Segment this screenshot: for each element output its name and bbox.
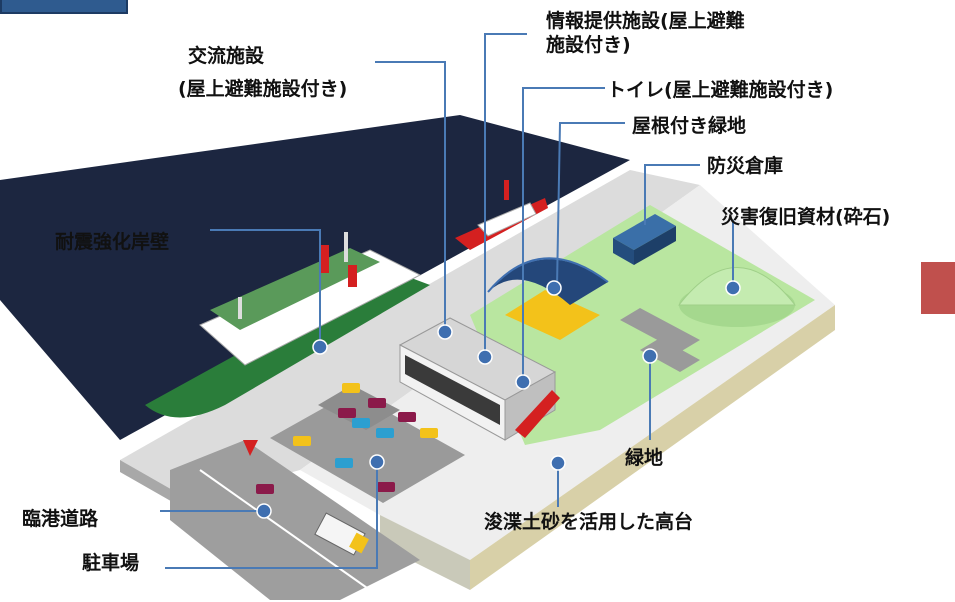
- marker-dot: [642, 348, 658, 364]
- marker-dot: [725, 280, 741, 296]
- road: [170, 440, 420, 600]
- leader-lines: [160, 33, 734, 569]
- car: [352, 418, 370, 428]
- leader-parking: [165, 462, 378, 569]
- label-info-facility-1: 情報提供施設(屋上避難: [546, 10, 745, 32]
- boat-funnel: [504, 180, 509, 200]
- leader-info-facility: [484, 33, 527, 357]
- label-exchange-facility-2: (屋上避難施設付き): [178, 78, 348, 100]
- shelter-roof: [488, 259, 608, 305]
- leader-toilet: [522, 87, 605, 382]
- label-parking: 駐車場: [82, 552, 140, 574]
- side-tab: [921, 262, 955, 314]
- warehouse-front: [613, 238, 634, 265]
- label-recovery-material: 災害復旧資材(砕石): [721, 206, 891, 228]
- paved-strip: [620, 308, 700, 352]
- car: [256, 484, 274, 494]
- car: [377, 482, 395, 492]
- car: [368, 398, 386, 408]
- marker-dot: [550, 455, 566, 471]
- car: [335, 458, 353, 468]
- quay-apron: [120, 170, 700, 500]
- label-toilet: トイレ(屋上避難施設付き): [607, 79, 834, 101]
- shelter-floor: [505, 290, 600, 340]
- label-green-area: 緑地: [625, 447, 664, 469]
- label-dredged-plateau: 浚渫土砂を活用した高台: [484, 511, 694, 533]
- marker-dot: [515, 374, 531, 390]
- platform-side-front: [380, 515, 470, 590]
- label-seismic-quay: 耐震強化岸壁: [55, 231, 170, 253]
- ferry-funnel: [320, 245, 329, 273]
- marker-dot: [369, 454, 385, 470]
- car: [398, 412, 416, 422]
- car: [376, 428, 394, 438]
- road-marking: [199, 469, 371, 591]
- leader-exchange-facility: [375, 61, 446, 332]
- parking-lot: [270, 392, 465, 503]
- car: [342, 383, 360, 393]
- ferry-mast: [344, 232, 348, 262]
- parking-lot-2: [318, 385, 400, 430]
- ferry-deck: [210, 248, 380, 330]
- label-roofed-green: 屋根付き緑地: [632, 115, 747, 137]
- marker-dot: [312, 339, 328, 355]
- truck-cab: [349, 532, 369, 554]
- stairs: [515, 390, 560, 438]
- marker-dot: [256, 503, 272, 519]
- marker-dot: [477, 349, 493, 365]
- leader-seismic-quay: [210, 229, 321, 347]
- building-side: [504, 371, 556, 441]
- leader-roofed-green: [556, 122, 625, 287]
- building-windows: [405, 355, 500, 425]
- paved-strip-2: [640, 338, 700, 372]
- leader-warehouse: [644, 164, 700, 225]
- marker-dot: [437, 324, 453, 340]
- label-port-road: 臨港道路: [22, 508, 99, 530]
- label-disaster-warehouse: 防災倉庫: [707, 155, 784, 177]
- label-info-facility-2: 施設付き): [546, 34, 631, 56]
- marker-dots: [256, 280, 741, 519]
- car: [293, 436, 311, 446]
- label-exchange-facility-1: 交流施設: [188, 45, 265, 67]
- shelter-roof-front: [487, 257, 609, 293]
- warehouse-side: [634, 226, 676, 265]
- ferry-mast: [238, 297, 242, 319]
- car: [420, 428, 438, 438]
- car: [338, 408, 356, 418]
- marker-dot: [546, 280, 562, 296]
- platform-side-right: [470, 305, 835, 590]
- ferry-funnel: [348, 265, 357, 287]
- warehouse-top: [613, 214, 676, 250]
- parking-entry-marker: [243, 440, 258, 456]
- header-tab: [0, 0, 128, 14]
